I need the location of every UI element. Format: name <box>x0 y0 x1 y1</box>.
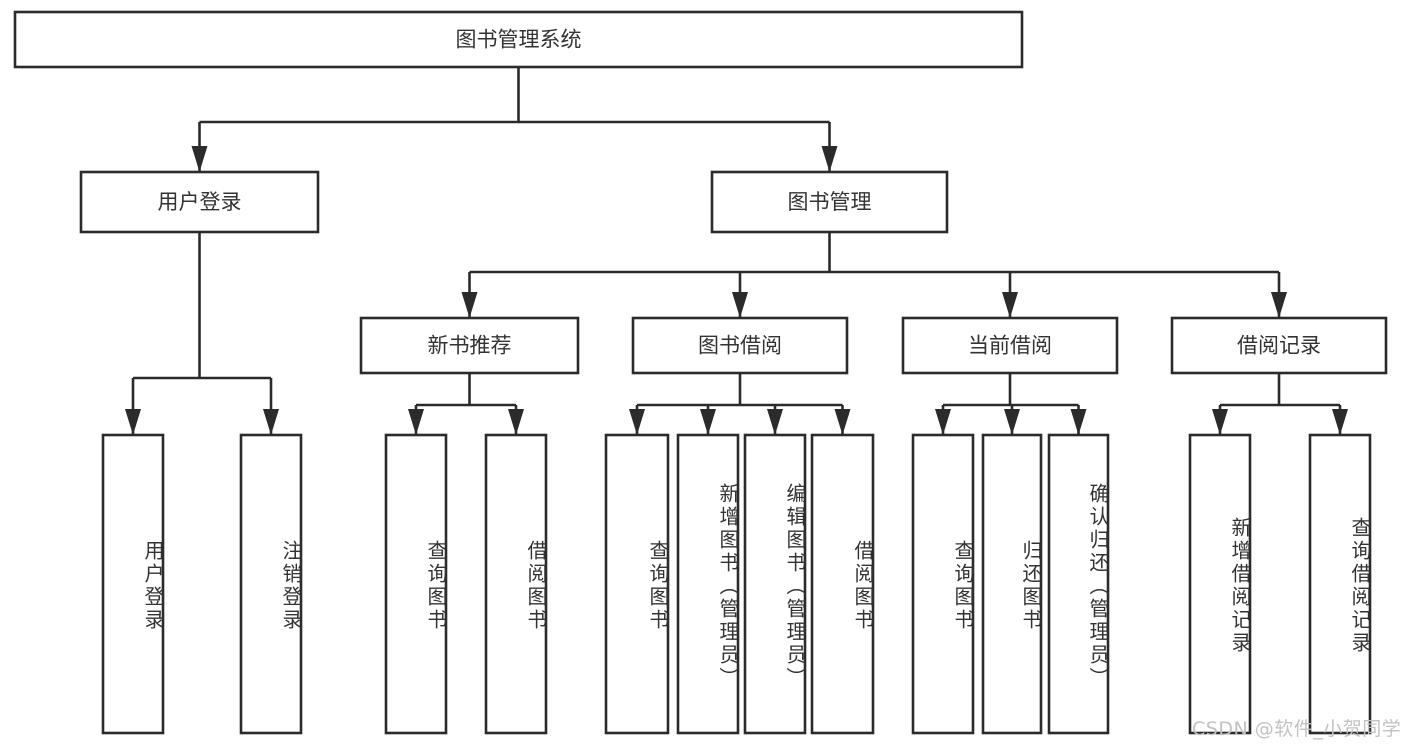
node-label-current-borrow: 当前借阅 <box>968 334 1052 358</box>
node-label-new-book-rec: 新书推荐 <box>428 334 512 358</box>
node-box-book-borrow[interactable] <box>631 316 849 375</box>
boxes-layer <box>13 10 1388 735</box>
arrow-head <box>191 146 208 172</box>
watermark: CSDN @软件_小贺同学 <box>1192 718 1402 740</box>
arrow-head <box>732 292 748 318</box>
node-label-book-manage: 图书管理 <box>788 190 872 214</box>
node-box-new-book-rec[interactable] <box>359 316 580 375</box>
connectors-layer <box>125 67 1348 435</box>
node-box-leaf-query-book[interactable] <box>604 433 670 735</box>
node-box-book-manage[interactable] <box>710 170 949 234</box>
node-label-user-login: 用户登录 <box>158 190 242 214</box>
node-box-borrow-record[interactable] <box>1170 316 1388 375</box>
node-box-leaf-user-login[interactable] <box>101 433 165 735</box>
node-box-leaf-add-book[interactable] <box>676 433 740 735</box>
node-box-leaf-edit-book[interactable] <box>743 433 807 735</box>
node-box-leaf-confirm-return[interactable] <box>1047 433 1110 735</box>
arrow-head <box>1004 409 1020 435</box>
arrow-head <box>1271 292 1287 318</box>
node-box-user-login[interactable] <box>79 170 320 234</box>
node-box-leaf-add-record[interactable] <box>1188 433 1252 735</box>
node-box-root[interactable] <box>13 10 1024 69</box>
node-label-root: 图书管理系统 <box>456 28 582 52</box>
arrow-head <box>767 409 783 435</box>
node-box-leaf-borrow-book-rec[interactable] <box>484 433 548 735</box>
arrow-head <box>834 409 851 435</box>
arrow-head <box>408 409 424 435</box>
node-box-leaf-return-book[interactable] <box>981 433 1043 735</box>
arrow-head <box>935 409 951 435</box>
arrow-head <box>508 409 524 435</box>
arrow-head <box>629 409 645 435</box>
node-box-leaf-borrow-book[interactable] <box>810 433 875 735</box>
arrow-head <box>1070 409 1087 435</box>
node-box-leaf-logout[interactable] <box>239 433 303 735</box>
arrow-head <box>125 409 141 435</box>
arrow-head <box>1212 409 1228 435</box>
arrow-head <box>1332 409 1348 435</box>
arrow-head <box>821 146 838 172</box>
node-box-leaf-query-record[interactable] <box>1308 433 1372 735</box>
node-label-borrow-record: 借阅记录 <box>1237 334 1321 358</box>
node-box-current-borrow[interactable] <box>901 316 1119 375</box>
node-box-leaf-query-book-cur[interactable] <box>911 433 975 735</box>
arrow-head <box>1002 292 1018 318</box>
node-box-leaf-query-book-rec[interactable] <box>384 433 448 735</box>
node-label-book-borrow: 图书借阅 <box>698 334 782 358</box>
arrow-head <box>700 409 716 435</box>
arrow-head <box>263 409 279 435</box>
arrow-head <box>461 292 478 318</box>
